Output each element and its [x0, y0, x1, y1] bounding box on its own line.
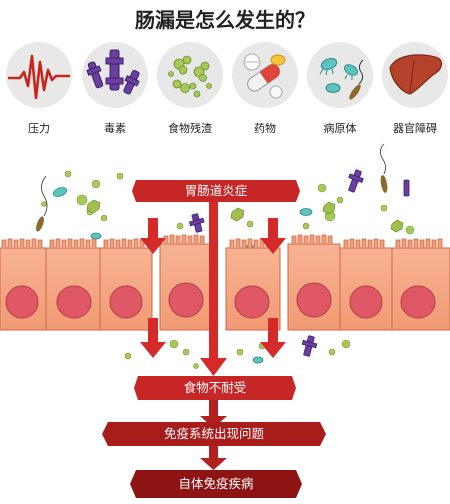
- cause-label: 药物: [254, 122, 276, 135]
- top-tag-shape: [132, 180, 300, 202]
- central-arrow: [200, 192, 227, 376]
- cause-organ: 器官障碍: [378, 38, 450, 138]
- cause-label: 毒素: [104, 122, 126, 135]
- cause-label: 器官障碍: [393, 122, 437, 135]
- food-residue-icon: [157, 42, 223, 108]
- autoimmune-disease-label: 自体免疫疾病: [178, 476, 254, 491]
- cause-label: 病原体: [323, 122, 357, 135]
- causes-row: 压力 毒素: [0, 38, 450, 138]
- toxin-molecules: [188, 169, 410, 233]
- liver-organ-icon: [382, 42, 448, 108]
- cause-toxins: 毒素: [78, 38, 152, 138]
- food-clusters: [86, 199, 404, 233]
- immune-problem-label: 免疫系统出现问题: [163, 426, 264, 441]
- rod-bacteria: [36, 143, 388, 232]
- stress-wave-icon: [6, 42, 72, 108]
- cause-stress: 压力: [2, 38, 76, 138]
- cause-drugs: 药物: [228, 38, 302, 138]
- cause-food-residue: 食物残渣: [153, 38, 227, 138]
- pathogen-bacteria-icon: [307, 42, 373, 108]
- luminal-particles: [41, 170, 415, 235]
- epithelial-cells-right: [225, 234, 450, 331]
- cause-label: 压力: [28, 122, 50, 135]
- cause-pathogens: 病原体: [303, 38, 377, 138]
- gut-lining-diagram: 胃肠道炎症 食物不耐受 免疫系统出现问题 自体免疫疾病: [0, 140, 450, 504]
- page-title: 肠漏是怎么发生的？: [135, 8, 315, 32]
- epithelial-cells-left: [0, 234, 213, 331]
- cause-label: 食物残渣: [168, 122, 212, 135]
- leaked-particles: [124, 339, 351, 369]
- leak-arrows: [140, 218, 286, 358]
- toxin-molecule-icon: [82, 42, 148, 108]
- pill-capsule-icon: [232, 42, 298, 108]
- inflammation-label: 胃肠道炎症: [184, 183, 248, 198]
- food-intolerance-label: 食物不耐受: [183, 380, 247, 395]
